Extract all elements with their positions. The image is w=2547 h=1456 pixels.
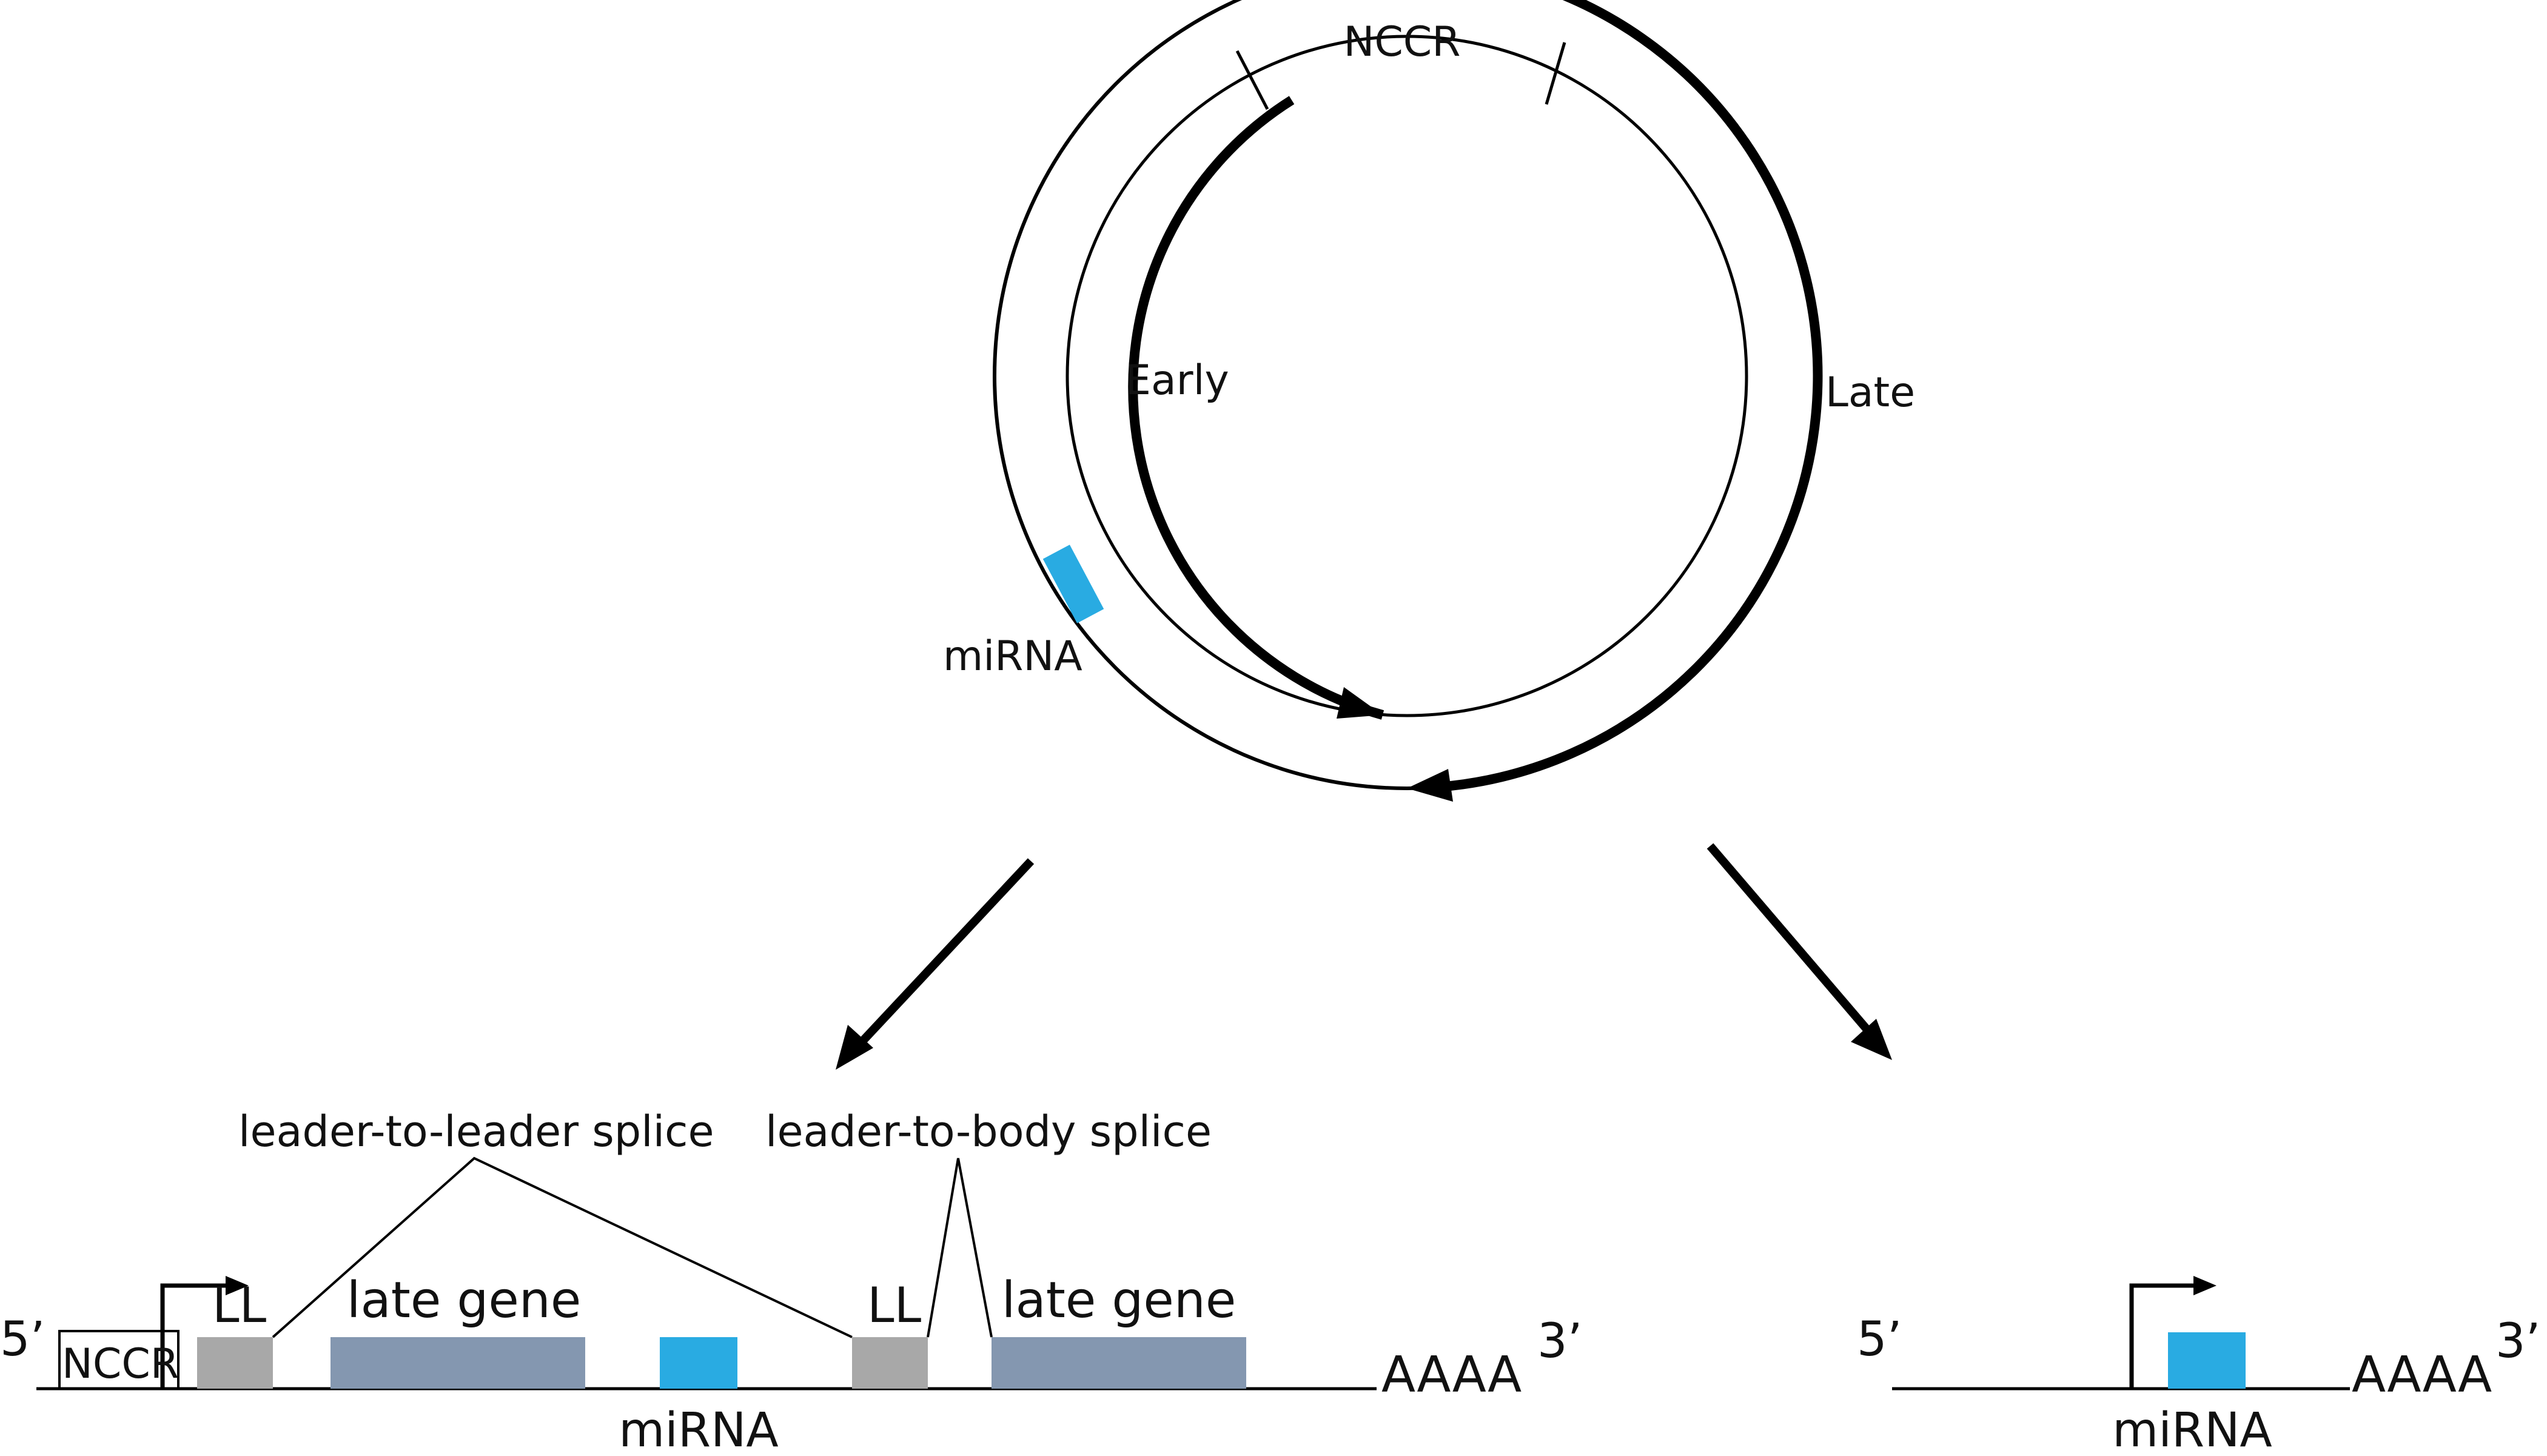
early-region-arc xyxy=(1128,96,1384,720)
leader-to-leader-splice-line xyxy=(272,1156,853,1338)
leader-to-body-splice-line xyxy=(927,1158,993,1338)
late-five-prime: 5’ xyxy=(0,1312,45,1367)
arrow-to-mirna-transcript-head xyxy=(1851,1019,1892,1060)
late-gene-2 xyxy=(992,1337,1246,1389)
mirna-promoter-arrow xyxy=(2129,1283,2198,1389)
early-arrowhead xyxy=(1337,687,1383,719)
leader-to-body-splice-label: leader-to-body splice xyxy=(765,1107,1212,1156)
late-polya: AAAA xyxy=(1381,1346,1522,1404)
arrow-to-mirna-transcript xyxy=(1706,843,1874,1037)
late-leader-label-1: LL xyxy=(212,1277,267,1334)
late-transcript: 5’ NCCR LL late gene LL late gene leader… xyxy=(0,1107,1582,1456)
late-gene-label-1: late gene xyxy=(347,1272,582,1329)
mirna-promoter-arrowhead xyxy=(2193,1276,2216,1295)
late-mirna-label: miRNA xyxy=(619,1403,779,1456)
late-mirna-block xyxy=(660,1337,737,1389)
mirna-block xyxy=(2168,1332,2246,1389)
leader-to-leader-splice-label: leader-to-leader splice xyxy=(238,1107,714,1156)
mirna-five-prime: 5’ xyxy=(1857,1312,1902,1367)
late-leader-label-2: LL xyxy=(867,1277,922,1334)
pathway-arrows xyxy=(836,843,1892,1070)
genome-mirna-locus xyxy=(1042,545,1104,623)
nccr-boundary-left xyxy=(1235,50,1269,110)
late-three-prime: 3’ xyxy=(1537,1314,1582,1369)
arrow-to-late-transcript-head xyxy=(836,1025,873,1070)
circular-genome: NCCR Early Late miRNA xyxy=(943,0,1915,802)
late-promoter-arrowhead xyxy=(226,1276,249,1295)
mirna-transcript: 5’ AAAA 3’ miRNA xyxy=(1857,1276,2540,1456)
late-leader-2 xyxy=(852,1337,928,1389)
nccr-boundary-right xyxy=(1545,42,1566,105)
late-nccr-box xyxy=(58,1330,180,1390)
genome-inner-circle xyxy=(1065,35,1748,717)
late-nccr-label: NCCR xyxy=(62,1340,179,1388)
genome-early-label: Early xyxy=(1125,357,1229,404)
genome-late-label: Late xyxy=(1825,369,1915,417)
late-gene-label-2: late gene xyxy=(1002,1272,1237,1329)
genome-nccr-label: NCCR xyxy=(1343,18,1460,66)
late-gene-1 xyxy=(331,1337,585,1389)
arrow-to-late-transcript xyxy=(851,858,1035,1052)
mirna-label: miRNA xyxy=(2112,1403,2272,1456)
mirna-polya: AAAA xyxy=(2352,1346,2492,1404)
late-region-arc xyxy=(1437,0,1823,792)
late-arrowhead xyxy=(1407,769,1453,802)
mirna-three-prime: 3’ xyxy=(2495,1314,2540,1369)
late-promoter-arrow xyxy=(160,1283,230,1389)
late-leader-1 xyxy=(197,1337,273,1389)
genome-mirna-label: miRNA xyxy=(943,632,1082,680)
